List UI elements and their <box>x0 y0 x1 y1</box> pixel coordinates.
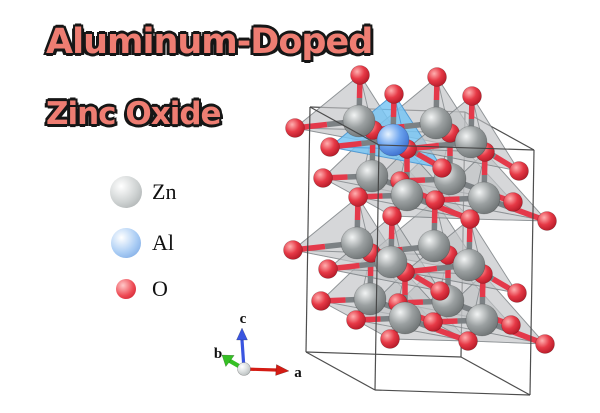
unit-cell-edge-front <box>374 144 380 391</box>
zn-atom <box>452 248 486 282</box>
o-atom <box>430 281 450 301</box>
o-atom <box>460 209 480 229</box>
o-atom <box>348 187 368 207</box>
o-atom <box>427 67 447 87</box>
zn-atom <box>388 301 422 335</box>
axis-c-arrowhead <box>236 327 248 341</box>
unit-cell-edge-front <box>305 106 311 353</box>
o-atom <box>283 240 303 260</box>
zn-atom <box>355 159 389 193</box>
unit-cell-edge-front <box>529 149 535 396</box>
o-atom <box>350 65 370 85</box>
o-atom <box>507 283 527 303</box>
o-atom <box>423 312 443 332</box>
page-title-line2: Zinc Oxide <box>46 96 222 132</box>
unit-cell-edge-back <box>305 351 462 358</box>
o-atom <box>285 118 305 138</box>
zn-atom <box>419 106 453 140</box>
o-atom <box>313 168 333 188</box>
zn-atom <box>465 303 499 337</box>
zn-atom <box>342 104 376 138</box>
zn-atom <box>390 178 424 212</box>
zn-atom <box>374 245 408 279</box>
al-atom <box>376 123 410 157</box>
zn-atom <box>353 282 387 316</box>
axis-label-b: b <box>214 346 222 362</box>
unit-cell-edge-front <box>305 351 376 391</box>
legend-label-al: Al <box>152 230 174 255</box>
zn-atom <box>417 229 451 263</box>
o-atom <box>462 86 482 106</box>
o-atom <box>432 158 452 178</box>
zn-atom <box>340 226 374 260</box>
o-atom <box>501 315 521 335</box>
page-title-line1: Aluminum-Doped <box>46 22 373 62</box>
axis-a-arrowhead <box>275 364 290 376</box>
unit-cell-edge-back <box>460 356 531 396</box>
unit-cell-edge-front <box>378 144 535 151</box>
axis-b-arrowhead <box>221 354 235 368</box>
o-atom <box>503 192 523 212</box>
legend-swatch-al <box>111 228 141 258</box>
o-atom <box>537 211 557 231</box>
o-atom <box>318 259 338 279</box>
o-atom <box>311 291 331 311</box>
axes-origin-sphere <box>237 362 251 376</box>
axis-label-c: c <box>240 311 247 327</box>
o-atom <box>380 329 400 349</box>
zn-atom <box>454 125 488 159</box>
axis-label-a: a <box>294 365 302 381</box>
o-atom <box>382 206 402 226</box>
o-atom <box>384 84 404 104</box>
o-atom <box>458 331 478 351</box>
unit-cell-edge-front <box>374 389 531 396</box>
o-atom <box>509 161 529 181</box>
legend-swatch-o <box>116 279 136 299</box>
o-atom <box>320 137 340 157</box>
legend-swatch-zn <box>110 176 142 208</box>
unit-cell-edge-front <box>309 106 380 146</box>
legend-label-o: O <box>152 276 168 301</box>
unit-cell-edge-back <box>464 111 535 151</box>
zn-atom <box>467 181 501 215</box>
o-atom <box>425 190 445 210</box>
legend-label-zn: Zn <box>152 179 177 204</box>
o-atom <box>535 334 555 354</box>
o-atom <box>346 310 366 330</box>
